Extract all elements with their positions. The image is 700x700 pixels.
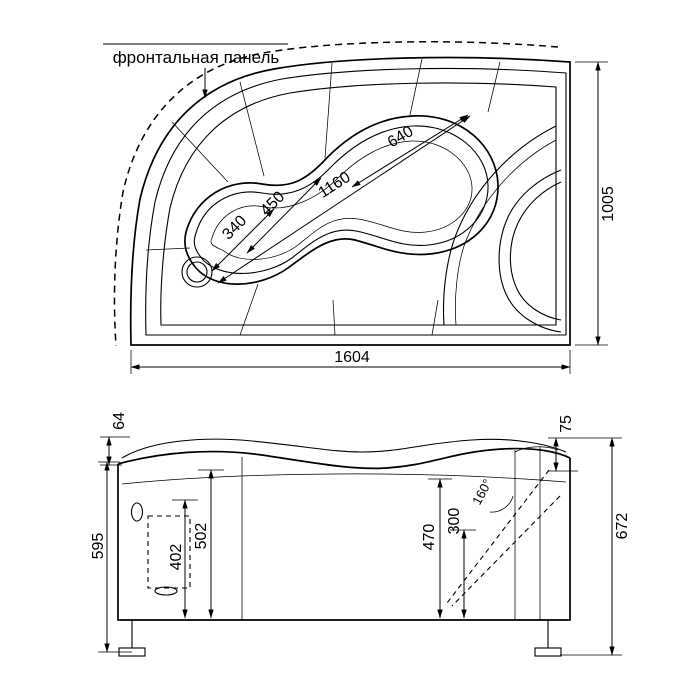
dim-75: 75: [553, 415, 575, 472]
panel-joint-lines: [241, 447, 541, 620]
drain-outlet: [154, 586, 178, 596]
dim-label-1005: 1005: [600, 186, 617, 222]
seat-curve: [442, 125, 557, 326]
right-foot: [534, 647, 562, 657]
tub-rim-inner: [145, 67, 567, 336]
apron-outline: [117, 458, 571, 621]
dim-595: 595: [90, 461, 110, 653]
drain-inner-circle: [186, 261, 208, 283]
bowl-outline: [184, 115, 499, 285]
seat-curve-inner: [455, 139, 557, 326]
dim-502: 502: [193, 469, 214, 619]
dim-extension: [575, 61, 608, 346]
dim-label-672: 672: [614, 513, 631, 540]
dim-label-470: 470: [421, 524, 438, 551]
drain-outer-circle: [181, 256, 213, 288]
dim-470: 470: [421, 478, 443, 619]
headrest-curve-inner: [509, 181, 562, 321]
pump-dashed-box: [147, 515, 191, 589]
back-rim-line: [121, 438, 567, 459]
dim-line: [351, 114, 469, 188]
dim-line: [217, 115, 471, 284]
interior-edge-line: [121, 473, 567, 485]
front-view: 160° 64 75 672 595 502 402: [90, 412, 631, 657]
headrest-curve: [498, 169, 562, 333]
dim-label-75: 75: [558, 415, 575, 433]
panel-dashed-contour: [113, 41, 559, 347]
dim-label-64: 64: [111, 412, 128, 430]
dim-label-595: 595: [90, 533, 107, 560]
dim-label-402: 402: [168, 544, 185, 571]
bowl-floor-line: [210, 140, 473, 260]
dim-340: 340: [211, 208, 275, 272]
overflow-hole: [130, 502, 144, 522]
dim-label-502: 502: [193, 523, 210, 550]
dim-label-300: 300: [446, 508, 463, 535]
deck-inner-edge: [160, 82, 557, 326]
dim-1604: 1604: [130, 349, 571, 374]
dim-label-1604: 1604: [334, 349, 370, 366]
leg-lines: [131, 620, 549, 648]
top-view: фронтальная панель 1005: [103, 41, 617, 374]
dim-extension: [130, 350, 571, 374]
dim-450: 450: [246, 177, 322, 254]
dim-label-340: 340: [219, 212, 250, 243]
tub-outline: [129, 56, 571, 346]
dim-1005: 1005: [575, 61, 617, 346]
angle-arc: [489, 495, 514, 513]
dim-402: 402: [168, 499, 188, 619]
front-rim-line: [117, 447, 571, 470]
dim-300: 300: [446, 508, 467, 619]
dim-672: 672: [609, 437, 631, 656]
panel-label: фронтальная панель: [113, 48, 280, 67]
dim-label-640: 640: [385, 123, 417, 151]
dim-64: 64: [106, 412, 128, 466]
dim-label-160deg: 160°: [469, 476, 495, 507]
dim-line: [246, 177, 322, 254]
dim-1160: 1160: [217, 115, 471, 284]
dim-line: [211, 208, 275, 272]
